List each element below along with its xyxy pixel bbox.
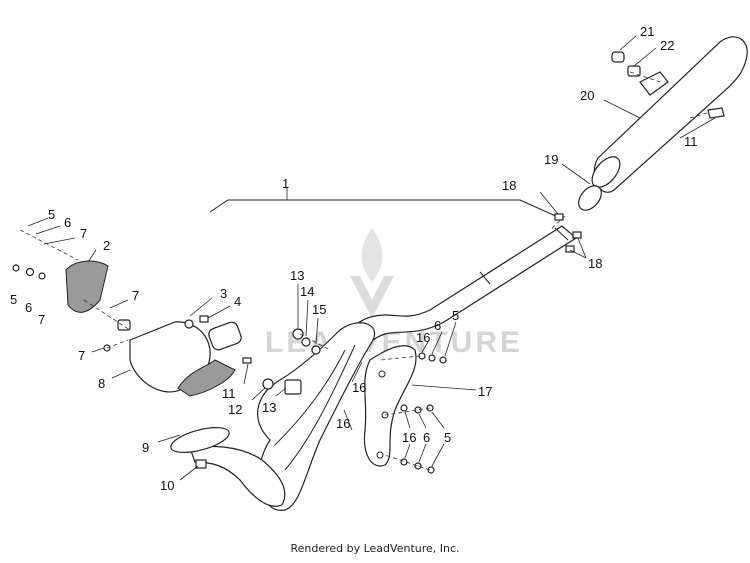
washer-12 — [262, 378, 274, 390]
callout-7-left: 7 — [38, 312, 45, 327]
callout-19: 19 — [544, 152, 558, 167]
callout-16-a: 16 — [352, 380, 366, 395]
callout-labels: 1 2 3 4 5 6 7 5 6 7 7 7 8 9 10 11 12 13 … — [10, 24, 698, 493]
callout-18-top: 18 — [502, 178, 516, 193]
callout-9: 9 — [142, 440, 149, 455]
callout-17: 17 — [478, 384, 492, 399]
bracket-13 — [284, 379, 302, 395]
callout-6-low: 6 — [423, 430, 430, 445]
nut-4 — [199, 315, 209, 323]
muffler — [591, 36, 748, 193]
callout-18-right: 18 — [588, 256, 602, 271]
callout-14: 14 — [300, 284, 314, 299]
flange-9 — [170, 427, 230, 453]
callout-16-d: 16 — [402, 430, 416, 445]
bolt-3 — [184, 319, 194, 329]
callout-7-low: 7 — [78, 348, 85, 363]
bolt-11 — [242, 357, 252, 364]
callout-12: 12 — [228, 402, 242, 417]
callout-7-top: 7 — [80, 226, 87, 241]
callout-5-left: 5 — [10, 292, 17, 307]
callout-20: 20 — [580, 88, 594, 103]
callout-21: 21 — [640, 24, 654, 39]
stud-10 — [195, 459, 207, 469]
callout-6-top: 6 — [64, 215, 71, 230]
small-hardware — [12, 213, 582, 474]
callout-16-c: 16 — [416, 330, 430, 345]
callout-2: 2 — [103, 238, 110, 253]
heat-shield — [363, 345, 417, 467]
header-pipe — [170, 427, 286, 507]
callout-5-right: 5 — [452, 308, 459, 323]
gasket-19 — [578, 185, 602, 211]
washer-13 — [292, 328, 304, 340]
assembly-lines — [19, 71, 711, 471]
callout-5-low: 5 — [444, 430, 451, 445]
callout-13-low: 13 — [262, 400, 276, 415]
callout-10: 10 — [160, 478, 174, 493]
callout-22: 22 — [660, 38, 674, 53]
expansion-chamber — [257, 322, 376, 511]
assembly-bracket — [209, 199, 561, 219]
callout-6-left: 6 — [25, 300, 32, 315]
callout-5-top: 5 — [48, 207, 55, 222]
callout-6-right: 6 — [434, 318, 441, 333]
footer-credit: Rendered by LeadVenture, Inc. — [290, 542, 460, 555]
callout-4: 4 — [234, 294, 241, 309]
callout-3: 3 — [220, 286, 227, 301]
leader-lines — [27, 35, 716, 481]
nut-21 — [611, 51, 625, 63]
callout-7-mid: 7 — [132, 288, 139, 303]
silencer-left — [117, 319, 242, 397]
callout-13-top: 13 — [290, 268, 304, 283]
callout-11-left: 11 — [222, 386, 236, 401]
callout-11-right: 11 — [684, 134, 698, 149]
heat-guard-2 — [65, 260, 109, 313]
callout-1: 1 — [282, 176, 289, 191]
callout-8: 8 — [98, 376, 105, 391]
callout-16-b: 16 — [336, 416, 350, 431]
callout-15: 15 — [312, 302, 326, 317]
